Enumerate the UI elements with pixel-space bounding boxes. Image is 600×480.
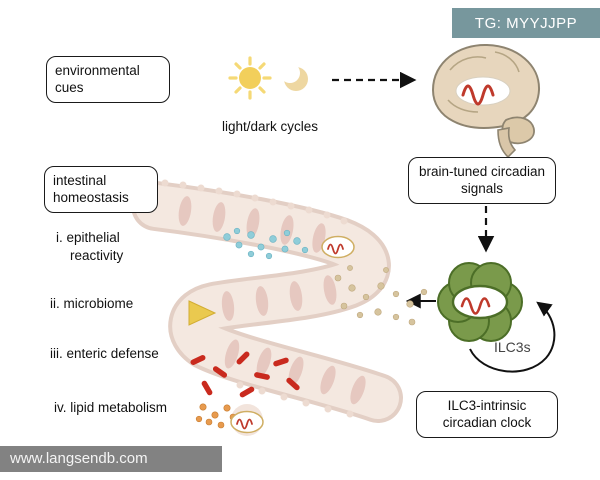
- list-item-microbiome: ii. microbiome: [50, 296, 134, 311]
- sun-icon: [228, 56, 272, 100]
- circadian-wave-icon: [451, 284, 509, 320]
- ilc3s-label: ILC3s: [494, 339, 531, 355]
- yellow-arrow-icon: [188, 300, 217, 326]
- microbiome-dots: [334, 265, 428, 326]
- list-item-lipid-metabolism: iv. lipid metabolism: [54, 400, 168, 415]
- light-dark-cycles-label: light/dark cycles: [221, 119, 319, 134]
- brain-tuned-signals-box: brain-tuned circadian signals: [408, 157, 556, 204]
- circadian-wave-icon: [321, 235, 355, 259]
- ilc3-intrinsic-clock-box: ILC3-intrinsic circadian clock: [416, 391, 558, 438]
- list-item-epithelial-reactivity: i. epithelial reactivity: [56, 230, 124, 264]
- ilc3-loop-arrow: [469, 301, 556, 373]
- crescent-moon-icon: [280, 63, 308, 91]
- tg-badge: TG: MYYJJPP: [452, 8, 600, 38]
- epithelial-reactivity-dots: [223, 227, 309, 260]
- lipid-dots: [195, 403, 237, 429]
- ilc3-cell-cluster: ILC3s: [437, 262, 556, 373]
- list-item-enteric-defense: iii. enteric defense: [50, 346, 159, 361]
- watermark-bar: www.langsendb.com: [0, 446, 222, 472]
- intestinal-homeostasis-box: intestinal homeostasis: [44, 166, 158, 213]
- circadian-wave-icon: [455, 76, 511, 106]
- circadian-wave-icon: [230, 410, 264, 434]
- environmental-cues-box: environmental cues: [46, 56, 170, 103]
- pathogen-rods: [190, 351, 300, 398]
- brain-illustration: [431, 43, 541, 159]
